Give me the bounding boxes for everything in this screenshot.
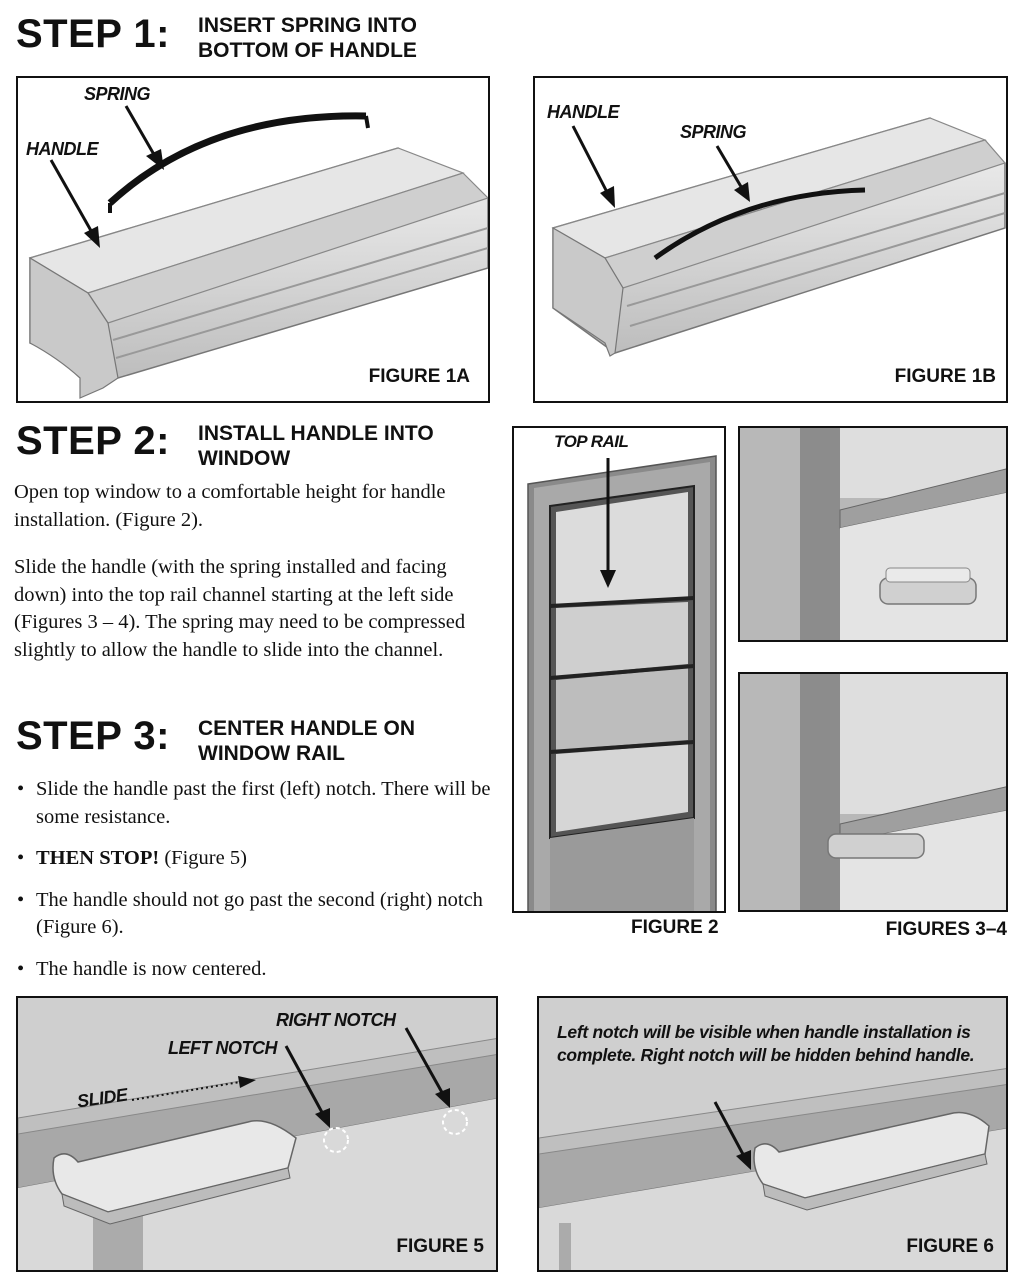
figure-5-right-notch-callout: RIGHT NOTCH [276, 1010, 396, 1030]
step2-title-line1: INSTALL HANDLE INTO [198, 422, 434, 445]
step3-bullet-2-text: (Figure 5) [159, 847, 247, 869]
figure-1a: SPRING HANDLE FIGURE 1A [16, 76, 490, 403]
figure-1a-label: FIGURE 1A [368, 366, 470, 387]
figure-2-top-rail-callout: TOP RAIL [554, 432, 629, 451]
step3-bullet-list: Slide the handle past the first (left) n… [14, 776, 492, 983]
step3-title-line2: WINDOW RAIL [198, 742, 345, 765]
figures-3-4-label: FIGURES 3–4 [885, 919, 1007, 940]
step3-bullet-1: Slide the handle past the first (left) n… [14, 776, 492, 831]
step3-bullet-2-emphasis: THEN STOP! [36, 847, 160, 869]
step2-paragraph-1: Open top window to a comfortable height … [14, 481, 446, 531]
figure-6: Left notch will be visible when handle i… [537, 996, 1008, 1272]
figure-2-label: FIGURE 2 [631, 917, 719, 938]
figure-5-label: FIGURE 5 [396, 1236, 484, 1257]
figure-4-illustration [740, 674, 1006, 910]
figure-2: TOP RAIL [512, 426, 726, 913]
step3-bullet-3: The handle should not go past the second… [14, 887, 492, 942]
figure-4 [738, 672, 1008, 912]
step2-instructions: Open top window to a comfortable height … [14, 479, 492, 664]
figure-5: RIGHT NOTCH LEFT NOTCH SLIDE FIGURE 5 [16, 996, 498, 1272]
figure-6-note: Left notch will be visible when handle i… [557, 1022, 975, 1065]
figure-1b-handle-callout: HANDLE [547, 102, 620, 122]
figure-1b: HANDLE SPRING FIGURE 1B [533, 76, 1008, 403]
step1-title-line1: INSERT SPRING INTO [198, 14, 417, 37]
step1-title-line2: BOTTOM OF HANDLE [198, 39, 417, 62]
step2-title: INSTALL HANDLE INTO WINDOW [198, 421, 434, 471]
figure-6-illustration [539, 998, 1006, 1270]
step1-heading: STEP 1: [16, 12, 170, 56]
figure-1a-handle-callout: HANDLE [26, 139, 99, 159]
step3-bullet-2: THEN STOP! (Figure 5) [14, 845, 492, 873]
figure-5-illustration [18, 998, 496, 1270]
step2-heading: STEP 2: [16, 419, 170, 463]
step3-bullet-4: The handle is now centered. [14, 956, 492, 984]
step2-paragraph-2: Slide the handle (with the spring instal… [14, 556, 466, 661]
figure-1b-illustration [551, 117, 1006, 357]
step3-instructions: Slide the handle past the first (left) n… [14, 776, 492, 997]
step1-title: INSERT SPRING INTO BOTTOM OF HANDLE [198, 13, 417, 63]
step2-title-line2: WINDOW [198, 447, 291, 470]
figure-1a-spring-callout: SPRING [84, 84, 151, 104]
figure-1a-illustration [28, 105, 488, 399]
figure-1b-spring-callout: SPRING [680, 122, 747, 142]
step3-heading: STEP 3: [16, 714, 170, 758]
step3-title-line1: CENTER HANDLE ON [198, 717, 416, 740]
figure-1b-label: FIGURE 1B [894, 366, 996, 387]
figure-3-illustration [740, 428, 1006, 640]
figure-3 [738, 426, 1008, 642]
figure-6-label: FIGURE 6 [906, 1236, 994, 1257]
figure-2-illustration [527, 455, 717, 911]
step3-title: CENTER HANDLE ON WINDOW RAIL [198, 716, 415, 766]
figure-5-left-notch-callout: LEFT NOTCH [168, 1038, 278, 1058]
